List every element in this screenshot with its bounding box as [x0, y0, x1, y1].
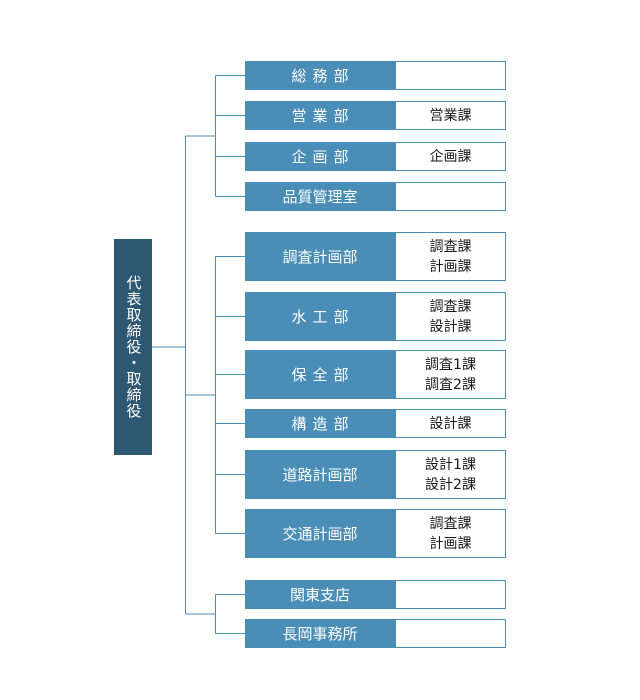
department-label: 関東支店: [289, 586, 350, 604]
department-label: 企画部: [291, 148, 355, 166]
department-label: 調査計画部: [282, 248, 358, 266]
section-label: 設計2課: [425, 476, 476, 493]
department-box: 交通計画部: [245, 509, 395, 558]
department-label: 構造部: [291, 415, 355, 433]
section-box: 設計1課設計2課: [395, 450, 506, 499]
department-box: 長岡事務所: [245, 619, 395, 648]
department-box: 総務部: [245, 61, 395, 90]
section-label: 調査課: [429, 298, 472, 315]
department-box: 道路計画部: [245, 450, 395, 499]
department-label: 交通計画部: [282, 525, 358, 543]
section-box: 設計課: [395, 409, 506, 438]
section-box: [395, 619, 506, 648]
section-label: 調査課: [429, 238, 472, 255]
department-box: 営業部: [245, 101, 395, 130]
section-label: 設計課: [429, 415, 472, 432]
department-label: 総務部: [291, 67, 355, 85]
department-box: 構造部: [245, 409, 395, 438]
department-label: 営業部: [291, 107, 355, 125]
section-box: 企画課: [395, 142, 506, 171]
section-box: 調査課設計課: [395, 292, 506, 341]
department-label: 品質管理室: [282, 188, 358, 206]
section-label: 調査1課: [425, 356, 476, 373]
department-box: 保全部: [245, 350, 395, 399]
section-label: 設計課: [429, 318, 472, 335]
root-label: 代表取締役・取締役: [124, 275, 143, 419]
department-label: 道路計画部: [282, 466, 358, 484]
department-label: 長岡事務所: [282, 625, 358, 643]
section-label: 調査課: [429, 515, 472, 532]
section-box: [395, 580, 506, 609]
section-box: 調査課計画課: [395, 509, 506, 558]
section-box: 営業課: [395, 101, 506, 130]
section-box: [395, 61, 506, 90]
section-label: 調査2課: [425, 376, 476, 393]
department-box: 調査計画部: [245, 232, 395, 281]
section-label: 計画課: [429, 535, 472, 552]
section-label: 企画課: [429, 148, 472, 165]
section-box: 調査課計画課: [395, 232, 506, 281]
department-box: 企画部: [245, 142, 395, 171]
section-box: [395, 182, 506, 211]
department-box: 水工部: [245, 292, 395, 341]
section-label: 設計1課: [425, 456, 476, 473]
root-box: 代表取締役・取締役: [114, 239, 152, 455]
department-label: 水工部: [291, 308, 355, 326]
section-box: 調査1課調査2課: [395, 350, 506, 399]
section-label: 計画課: [429, 258, 472, 275]
department-box: 品質管理室: [245, 182, 395, 211]
section-label: 営業課: [429, 107, 472, 124]
department-box: 関東支店: [245, 580, 395, 609]
department-label: 保全部: [291, 366, 355, 384]
